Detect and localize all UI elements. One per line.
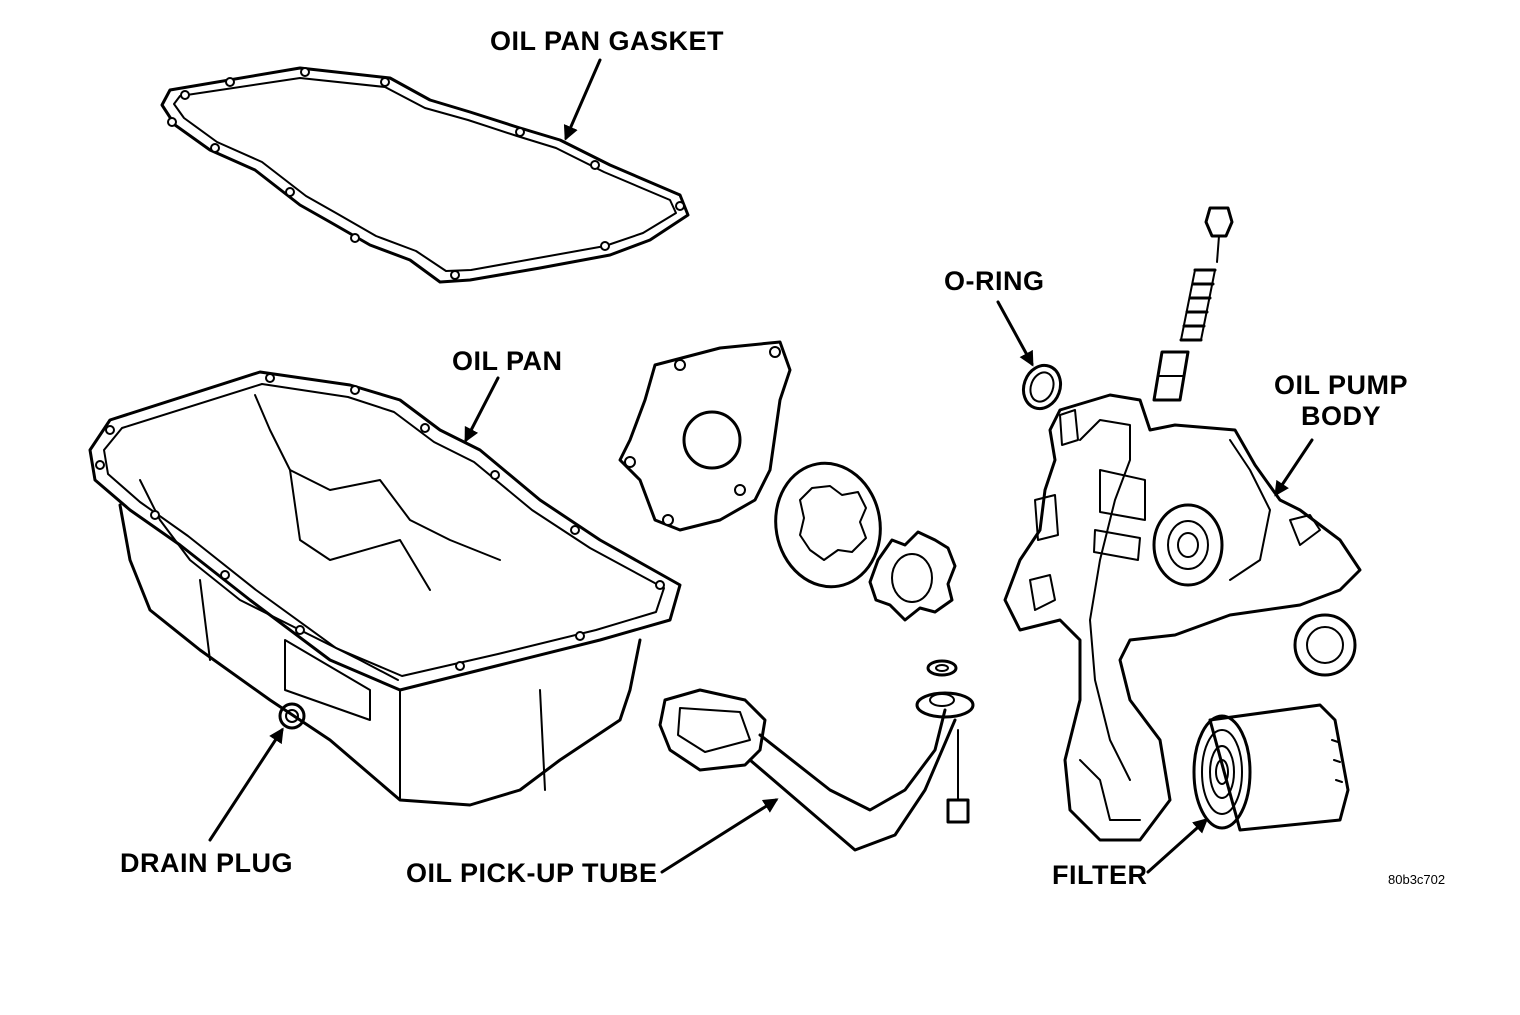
o-ring [1021,363,1063,411]
label-oil-pump-body: OIL PUMP BODY [1266,372,1416,430]
arrow-drain-plug [208,727,284,842]
label-o-ring: O-RING [944,266,1045,296]
label-oil-pump-body-line2: BODY [1300,401,1381,431]
outer-rotor [774,461,882,589]
label-filter: FILTER [1052,860,1148,890]
oil-pick-up-tube [658,659,975,852]
pump-cover-plate [618,340,792,532]
label-oil-pan: OIL PAN [452,346,563,376]
arrow-oil-pick-up-tube [660,798,779,874]
figure-code: 80b3c702 [1388,872,1446,887]
drain-plug [278,702,306,730]
arrow-oil-pump-body [1274,438,1314,497]
rear-seal [1293,613,1357,677]
label-oil-pan-gasket: OIL PAN GASKET [490,26,725,56]
arrow-oil-pan [464,376,500,443]
oil-pan [88,370,682,807]
inner-rotor [868,530,957,622]
oil-pump-body [1003,393,1362,842]
relief-valve-assembly [1152,206,1234,402]
label-drain-plug: DRAIN PLUG [120,848,293,878]
arrow-filter [1146,817,1209,874]
arrow-o-ring [996,300,1034,367]
oil-pan-gasket [160,66,690,284]
label-oil-pick-up-tube: OIL PICK-UP TUBE [406,858,658,888]
gasket-bolt-holes [167,67,685,280]
pan-bolt-holes [95,373,665,671]
oil-filter [1192,703,1350,832]
label-oil-pump-body-line1: OIL PUMP [1273,370,1409,400]
leader-arrows [208,58,1314,874]
arrow-oil-pan-gasket [563,58,602,141]
